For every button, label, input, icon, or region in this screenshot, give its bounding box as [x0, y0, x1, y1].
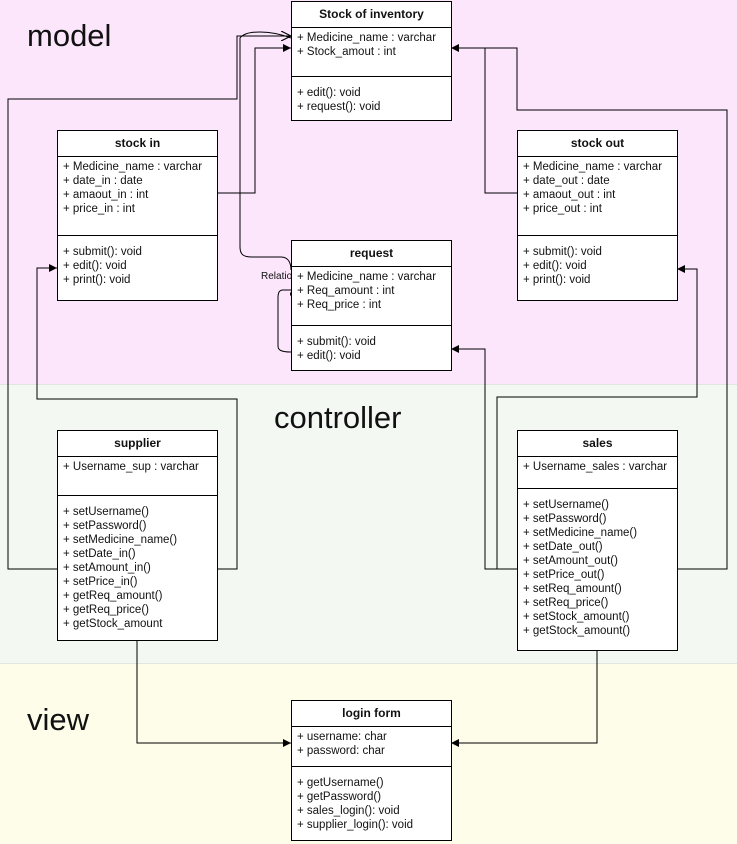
attributes-section: + Medicine_name : varchar + Req_amount :…	[292, 267, 451, 326]
method: + setAmount_in()	[63, 562, 151, 574]
method: + setAmount_out()	[523, 555, 618, 567]
attribute: + username: char	[297, 731, 387, 743]
methods-section: + edit(): void + request(): void	[292, 77, 451, 120]
edge-stock-out-to-inventory	[451, 44, 517, 194]
method: + setUsername()	[63, 506, 149, 518]
method: + setPrice_out()	[523, 569, 605, 581]
method: + edit(): void	[297, 350, 361, 362]
methods-section: + submit(): void + edit(): void	[292, 326, 451, 369]
method: + setPassword()	[523, 513, 607, 525]
attribute: + price_in : int	[63, 203, 135, 215]
method: + setDate_in()	[63, 548, 136, 560]
relation-label: Relation	[261, 271, 298, 283]
edge-supplier-to-inventory	[7, 36, 291, 570]
class-stock-in[interactable]: stock in + Medicine_name : varchar + dat…	[57, 130, 218, 301]
methods-section: + submit(): void + edit(): void + print(…	[58, 236, 217, 293]
class-supplier[interactable]: supplier + Username_sup : varchar + setU…	[57, 430, 218, 641]
attribute: + password: char	[297, 745, 385, 757]
model-layer-label: model	[27, 18, 112, 53]
method: + supplier_login(): void	[297, 819, 414, 831]
method: + sales_login(): void	[297, 805, 400, 817]
method: + getStock_amount	[63, 618, 163, 630]
method: + setMedicine_name()	[523, 527, 638, 539]
edge-sales-to-login	[451, 650, 598, 747]
edge-inventory-to-request-relation	[239, 31, 292, 271]
attribute: + amaout_out : int	[523, 189, 616, 201]
attribute: + Username_sup : varchar	[63, 461, 199, 473]
method: + setPrice_in()	[63, 576, 138, 588]
class-stock-out[interactable]: stock out + Medicine_name : varchar + da…	[517, 130, 678, 301]
attribute: + Medicine_name : varchar	[297, 32, 437, 44]
attribute: + Req_amount : int	[297, 285, 395, 297]
methods-section: + getUsername() + getPassword() + sales_…	[292, 767, 451, 838]
attribute: + date_in : date	[63, 175, 143, 187]
class-title: stock out	[518, 131, 677, 157]
method: + setStock_amount()	[523, 611, 630, 623]
method: + getStock_amount()	[523, 625, 631, 637]
class-login-form[interactable]: login form + username: char + password: …	[291, 700, 452, 841]
method: + setPassword()	[63, 520, 147, 532]
class-sales[interactable]: sales + Username_sales : varchar + setUs…	[517, 430, 678, 651]
attribute: + Req_price : int	[297, 299, 382, 311]
method: + setReq_amount()	[523, 583, 622, 595]
attributes-section: + Medicine_name : varchar + date_out : d…	[518, 157, 677, 236]
view-layer-label: view	[27, 702, 90, 737]
attribute: + Username_sales : varchar	[523, 461, 668, 473]
method: + getUsername()	[297, 777, 384, 789]
method: + print(): void	[523, 274, 591, 286]
class-title: login form	[292, 701, 451, 727]
method: + setMedicine_name()	[63, 534, 178, 546]
class-title: request	[292, 241, 451, 267]
class-title: sales	[518, 431, 677, 457]
method: + print(): void	[63, 274, 131, 286]
method: + submit(): void	[297, 336, 376, 348]
attributes-section: + username: char + password: char	[292, 727, 451, 767]
class-request[interactable]: request + Medicine_name : varchar + Req_…	[291, 240, 452, 371]
attribute: + Medicine_name : varchar	[523, 161, 663, 173]
attribute: + date_out : date	[523, 175, 610, 187]
class-title: supplier	[58, 431, 217, 457]
class-title: stock in	[58, 131, 217, 157]
method: + getReq_amount()	[63, 590, 163, 602]
method: + request(): void	[297, 101, 381, 113]
edge-request-relation-loop	[277, 289, 292, 353]
attribute: + Stock_amout : int	[297, 46, 396, 58]
method: + getPassword()	[297, 791, 382, 803]
method: + edit(): void	[297, 87, 361, 99]
class-stock-of-inventory[interactable]: Stock of inventory + Medicine_name : var…	[291, 1, 452, 121]
attribute: + Medicine_name : varchar	[63, 161, 203, 173]
method: + setReq_price()	[523, 597, 609, 609]
attribute: + amaout_in : int	[63, 189, 149, 201]
method: + edit(): void	[523, 260, 587, 272]
controller-layer-label: controller	[274, 400, 402, 435]
attributes-section: + Medicine_name : varchar + date_in : da…	[58, 157, 217, 236]
method: + setUsername()	[523, 499, 609, 511]
method: + setDate_out()	[523, 541, 603, 553]
class-title: Stock of inventory	[292, 2, 451, 28]
method: + submit(): void	[63, 246, 142, 258]
attribute: + price_out : int	[523, 203, 602, 215]
method: + edit(): void	[63, 260, 127, 272]
edge-supplier-to-login	[136, 640, 291, 747]
edge-supplier-to-stock-in	[36, 264, 238, 570]
attributes-section: + Medicine_name : varchar + Stock_amout …	[292, 28, 451, 77]
methods-section: + setUsername() + setPassword() + setMed…	[58, 496, 217, 637]
methods-section: + setUsername() + setPassword() + setMed…	[518, 489, 677, 644]
methods-section: + submit(): void + edit(): void + print(…	[518, 236, 677, 293]
method: + getReq_price()	[63, 604, 149, 616]
edge-sales-to-inventory	[485, 47, 728, 570]
attributes-section: + Username_sup : varchar	[58, 457, 217, 496]
method: + submit(): void	[523, 246, 602, 258]
edge-stock-in-to-inventory	[217, 44, 291, 194]
attributes-section: + Username_sales : varchar	[518, 457, 677, 489]
attribute: + Medicine_name : varchar	[297, 271, 437, 283]
edge-sales-to-request	[451, 345, 517, 570]
